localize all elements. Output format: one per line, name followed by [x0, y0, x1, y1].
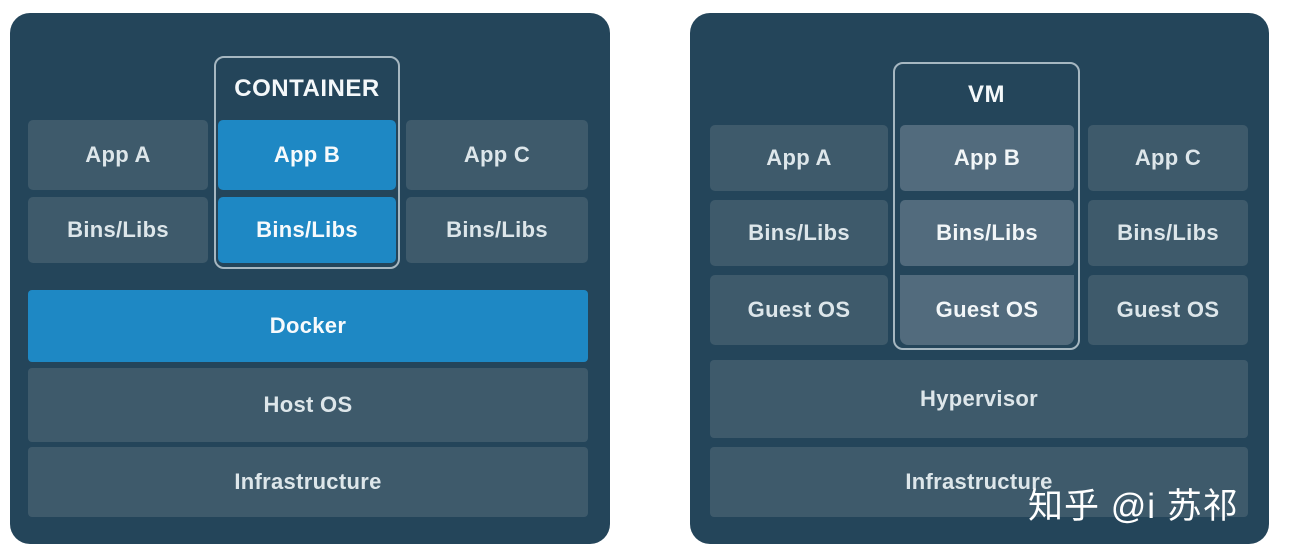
container-outline-label: CONTAINER — [234, 75, 380, 102]
vm-app-b-box: App B — [900, 125, 1074, 191]
vm-outline-label: VM — [968, 81, 1005, 108]
guest-os-left-box: Guest OS — [710, 275, 888, 345]
docker-app-c-box: App C — [406, 120, 588, 190]
docker-bins-libs-right-box: Bins/Libs — [406, 197, 588, 263]
vm-bins-libs-right-box: Bins/Libs — [1088, 200, 1248, 266]
infrastructure-layer-box: Infrastructure — [710, 447, 1248, 517]
vm-app-a-box: App A — [710, 125, 888, 191]
infrastructure-layer-box: Infrastructure — [28, 447, 588, 517]
vm-outline-box: VM — [893, 62, 1080, 350]
guest-os-right-box: Guest OS — [1088, 275, 1248, 345]
guest-os-center-box: Guest OS — [900, 275, 1074, 345]
vm-app-c-box: App C — [1088, 125, 1248, 191]
host-os-layer-box: Host OS — [28, 368, 588, 442]
zhihu-watermark: 知乎 @i 苏祁 — [1028, 487, 1239, 526]
docker-engine-layer-box: Docker — [28, 290, 588, 362]
docker-app-a-box: App A — [28, 120, 208, 190]
vm-bins-libs-center-box: Bins/Libs — [900, 200, 1074, 266]
vm-bins-libs-left-box: Bins/Libs — [710, 200, 888, 266]
docker-bins-libs-left-box: Bins/Libs — [28, 197, 208, 263]
vm-stack-panel: VM App A App B App C Bins/Libs Bins/Libs… — [690, 13, 1269, 544]
docker-app-b-box: App B — [218, 120, 396, 190]
hypervisor-layer-box: Hypervisor — [710, 360, 1248, 438]
container-outline-box: CONTAINER — [214, 56, 400, 269]
docker-bins-libs-center-box: Bins/Libs — [218, 197, 396, 263]
docker-stack-panel: CONTAINER App A App B App C Bins/Libs Bi… — [10, 13, 610, 544]
